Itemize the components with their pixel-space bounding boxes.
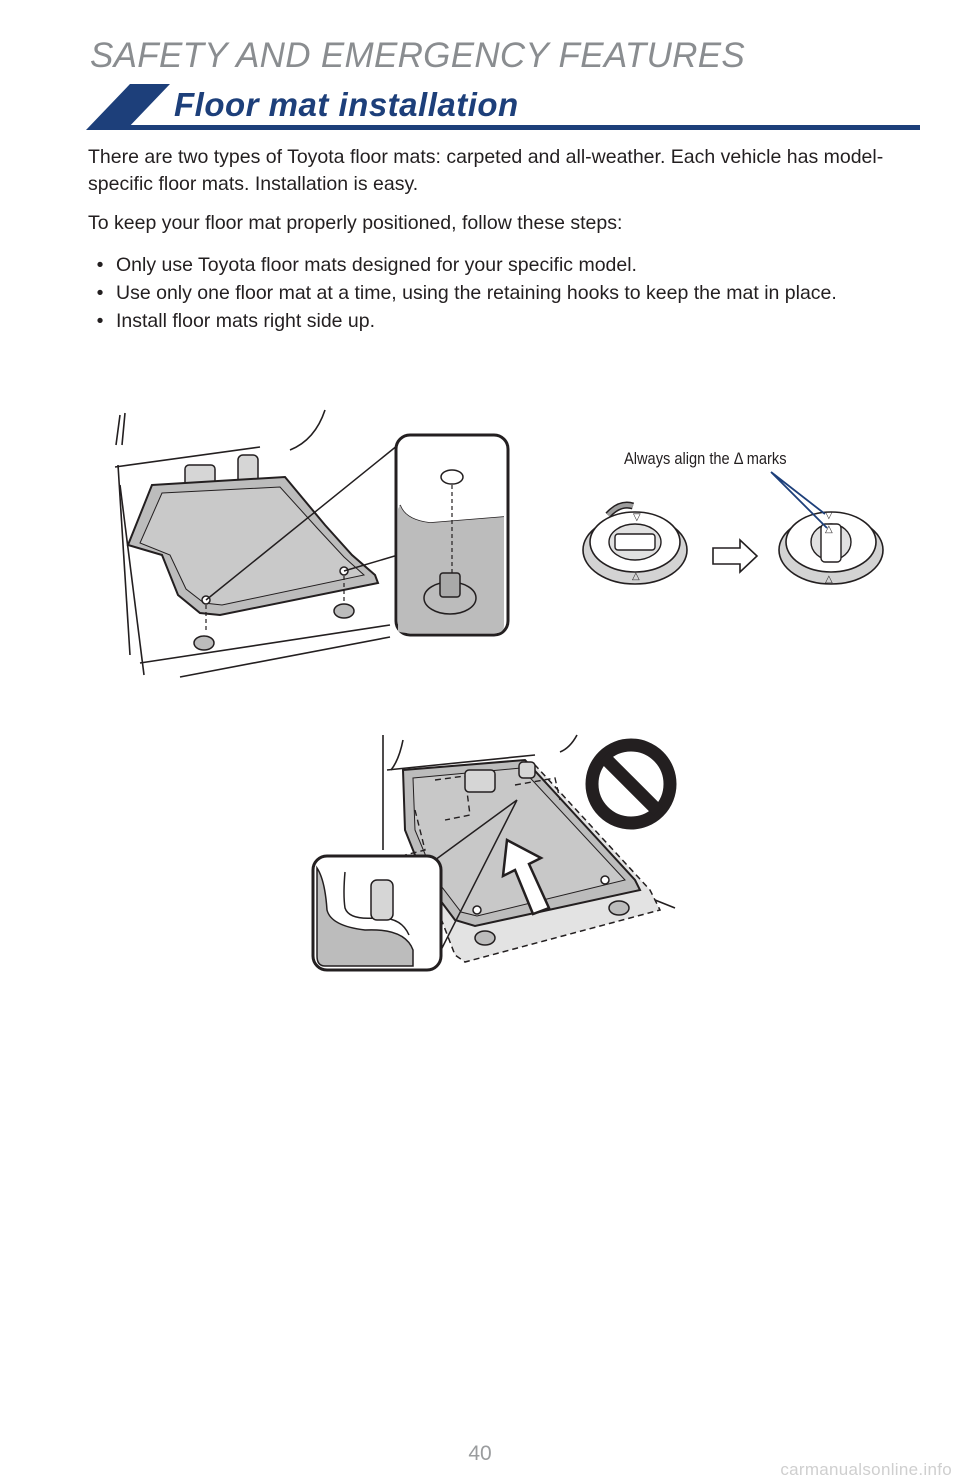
incorrect-installation-illustration (311, 734, 676, 972)
prohibited-icon (585, 738, 677, 830)
bullet-icon: • (96, 282, 104, 304)
title-bar-stripe (86, 84, 920, 130)
svg-text:▽: ▽ (825, 510, 833, 521)
align-marks-callout: Always align the Δ marks (624, 449, 787, 468)
steps-list: • Only use Toyota floor mats designed for… (88, 252, 888, 336)
page-title: Floor mat installation (174, 86, 519, 123)
svg-text:△: △ (632, 571, 640, 582)
intro-paragraph-2: To keep your floor mat properly position… (88, 212, 623, 234)
list-item: • Only use Toyota floor mats designed for… (88, 252, 888, 279)
list-item: • Install floor mats right side up. (88, 308, 888, 335)
page-number: 40 (468, 1442, 492, 1465)
list-item-text: Only use Toyota floor mats designed for … (116, 254, 637, 276)
bullet-icon: • (96, 310, 104, 332)
watermark: carmanualsonline.info (780, 1460, 952, 1479)
align-marks-illustration: ▽ △ ▽ △ △ (582, 471, 884, 585)
svg-text:△: △ (825, 524, 833, 535)
title-bar: Floor mat installation (86, 84, 920, 134)
list-item-text: Install floor mats right side up. (116, 310, 376, 332)
intro-paragraph-1: There are two types of Toyota floor mats… (88, 146, 884, 195)
floor-mat-hooks-illustration (114, 409, 510, 678)
bullet-icon: • (96, 254, 104, 276)
svg-text:△: △ (825, 574, 833, 585)
list-item-text: Use only one floor mat at a time, using … (116, 282, 837, 304)
list-item: • Use only one floor mat at a time, using… (88, 280, 888, 307)
section-header: SAFETY AND EMERGENCY FEATURES (90, 36, 746, 75)
svg-text:▽: ▽ (633, 512, 641, 523)
